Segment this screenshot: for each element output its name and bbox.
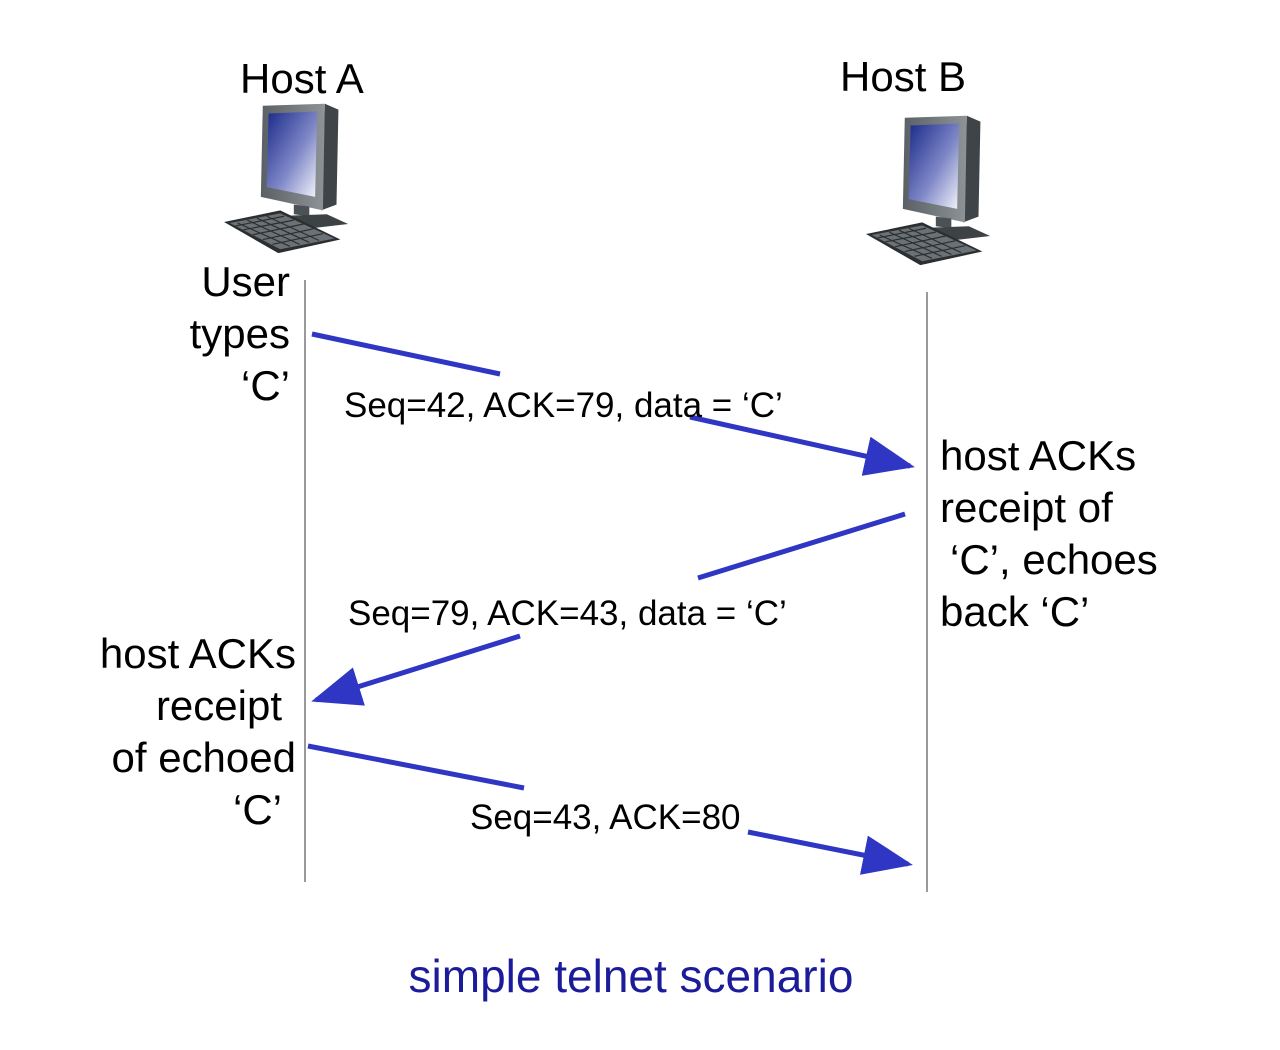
- host-a-user-types-note: User types ‘C’: [150, 256, 290, 412]
- message-2-arrow: [311, 511, 906, 706]
- message-1-arrow: [311, 331, 915, 476]
- note-line: ‘C’: [233, 786, 282, 833]
- note-line: receipt of: [940, 484, 1113, 531]
- note-line: host ACKs: [99, 630, 296, 677]
- note-line: ‘C’, echoes: [950, 536, 1158, 583]
- message-1-label: Seq=42, ACK=79, data = ‘C’: [344, 386, 783, 425]
- note-line: types: [189, 310, 290, 357]
- message-3-arrow: [307, 743, 913, 875]
- note-line: ‘C’: [241, 362, 290, 409]
- message-3-label: Seq=43, ACK=80: [470, 798, 741, 837]
- host-b-ack-note: host ACKs receipt of ‘C’, echoes back ‘C…: [940, 430, 1158, 638]
- host-a-ack-note: host ACKs receipt of echoed ‘C’: [60, 628, 296, 836]
- note-line: of echoed: [111, 734, 297, 781]
- host-b-label: Host B: [840, 53, 967, 100]
- message-2-label: Seq=79, ACK=43, data = ‘C’: [348, 594, 787, 633]
- note-line: back ‘C’: [940, 588, 1090, 635]
- diagram-caption: simple telnet scenario: [408, 950, 854, 1002]
- note-line: receipt: [155, 682, 282, 729]
- host-a-label: Host A: [240, 55, 364, 102]
- note-line: host ACKs: [940, 432, 1137, 479]
- note-line: User: [201, 258, 290, 305]
